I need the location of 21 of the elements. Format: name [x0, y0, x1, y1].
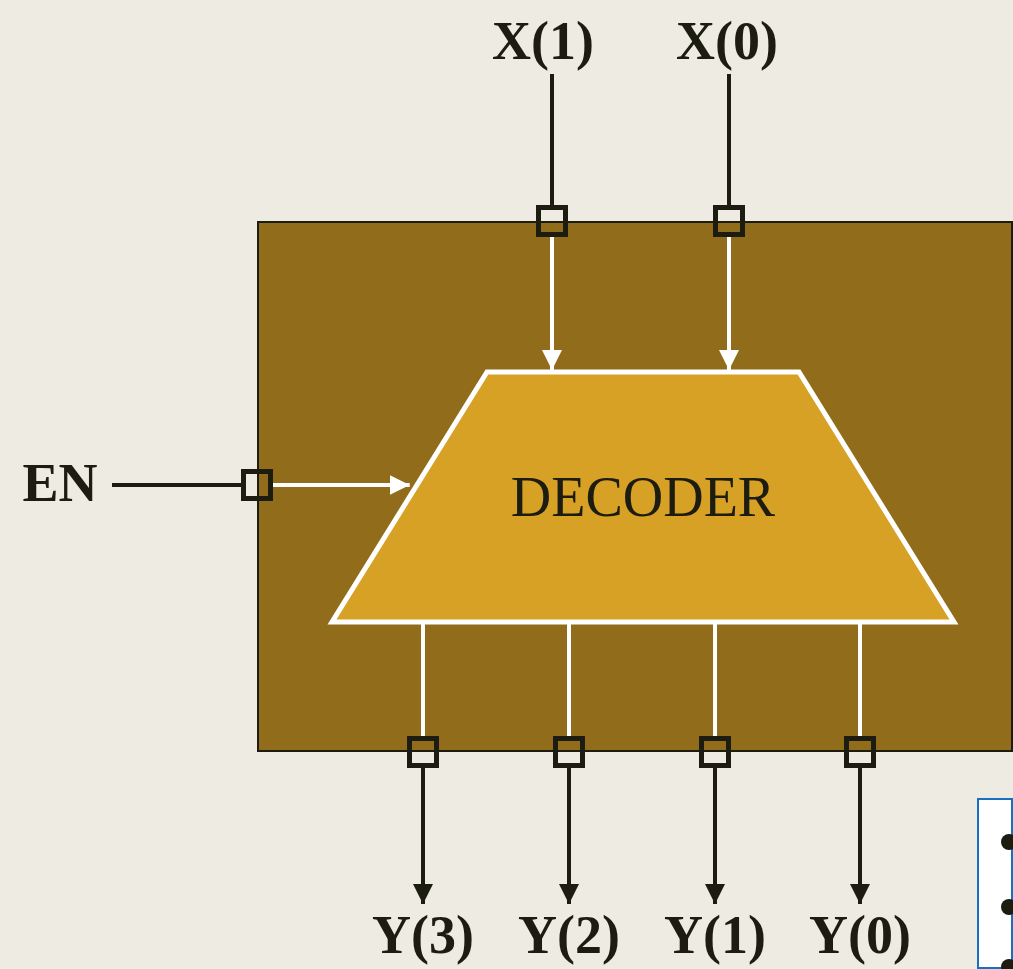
arrow: [705, 768, 725, 904]
port-square: [536, 205, 568, 237]
arrow: [850, 768, 870, 904]
arrow: [559, 768, 579, 904]
arrow: [542, 237, 562, 370]
signal-label: EN: [22, 456, 98, 510]
component-block: [257, 221, 1013, 752]
arrow: [273, 475, 410, 495]
arrow: [719, 237, 739, 370]
port-square: [699, 736, 731, 768]
connector-line: [727, 74, 731, 205]
connector-line: [550, 74, 554, 205]
port-square: [713, 205, 745, 237]
port-square: [844, 736, 876, 768]
port-square: [553, 736, 585, 768]
port-square: [241, 469, 273, 501]
block-title: DECODER: [510, 469, 776, 525]
arrow: [413, 768, 433, 904]
connector-line: [112, 483, 241, 487]
note-box: [977, 798, 1013, 969]
port-square: [407, 736, 439, 768]
